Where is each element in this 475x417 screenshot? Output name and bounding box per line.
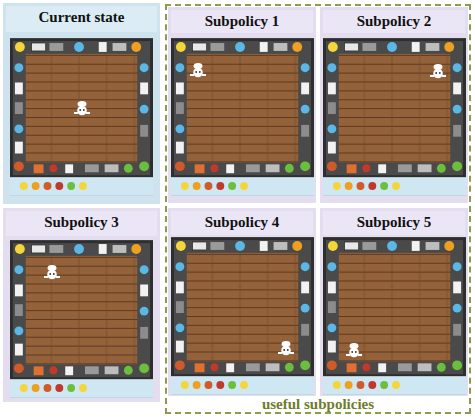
group-outline: useful subpolicies Subpolicy 1 Subpolicy 2…: [165, 4, 471, 414]
panel-heading: Current state: [39, 9, 125, 26]
game-screen: [323, 237, 466, 395]
panel-heading: Subpolicy 4: [205, 214, 280, 231]
game-screen: [171, 237, 314, 395]
panel-ground: [168, 208, 316, 396]
heading-band: [171, 10, 313, 33]
panel-ground: [320, 7, 468, 203]
panel-ground: [3, 208, 160, 402]
panel-heading: Subpolicy 2: [357, 13, 432, 30]
chef-agent: [190, 63, 206, 77]
chef-agent: [346, 343, 362, 357]
game-screen: [10, 240, 153, 398]
panel-box: Current state: [3, 3, 160, 204]
panel-ground: [168, 7, 316, 203]
panel-box: Subpolicy 3: [3, 208, 160, 402]
panel-box: Subpolicy 2: [320, 7, 468, 203]
panel-ground: [3, 3, 160, 204]
panel-box: Subpolicy 5: [320, 208, 468, 396]
heading-band: [6, 6, 157, 32]
panel-heading: Subpolicy 5: [357, 214, 432, 231]
game-screen: [323, 38, 466, 196]
heading-band: [6, 211, 157, 236]
heading-band: [323, 211, 465, 235]
panel-heading: Subpolicy 1: [205, 13, 280, 30]
group-label: useful subpolicies: [262, 396, 374, 412]
chef-agent: [44, 265, 60, 279]
game-screen: [10, 38, 153, 196]
panel-box: Subpolicy 1: [168, 7, 316, 203]
chef-agent: [430, 64, 446, 78]
panel-ground: [320, 208, 468, 396]
heading-band: [171, 211, 313, 235]
panel-box: Subpolicy 4: [168, 208, 316, 396]
chef-agent: [74, 101, 90, 115]
chef-agent: [278, 341, 294, 355]
heading-band: [323, 10, 465, 33]
panel-heading: Subpolicy 3: [44, 214, 119, 231]
game-screen: [171, 38, 314, 196]
